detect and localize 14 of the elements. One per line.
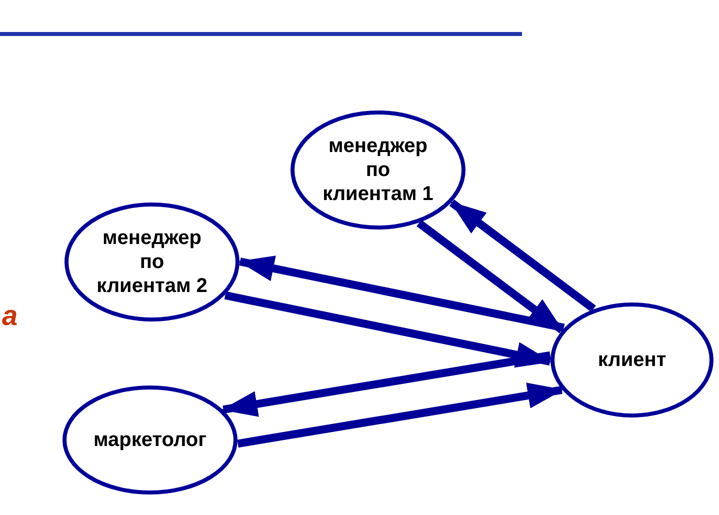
ellipse-node	[550, 302, 714, 418]
ellipse-node	[64, 202, 240, 322]
ellipse-node	[290, 110, 466, 230]
arrow	[238, 256, 565, 332]
ellipse-node	[62, 385, 238, 495]
node-label: маркетолог	[92, 428, 208, 452]
text-fragment: а	[2, 300, 18, 332]
node-label: клиент	[596, 348, 668, 372]
arrow	[237, 382, 564, 448]
arrow	[224, 291, 552, 368]
node-label: менеджер по клиентам 2	[96, 226, 208, 298]
arrow	[221, 351, 551, 417]
node-label: менеджер по клиентам 1	[322, 134, 434, 206]
arrow	[449, 200, 596, 312]
